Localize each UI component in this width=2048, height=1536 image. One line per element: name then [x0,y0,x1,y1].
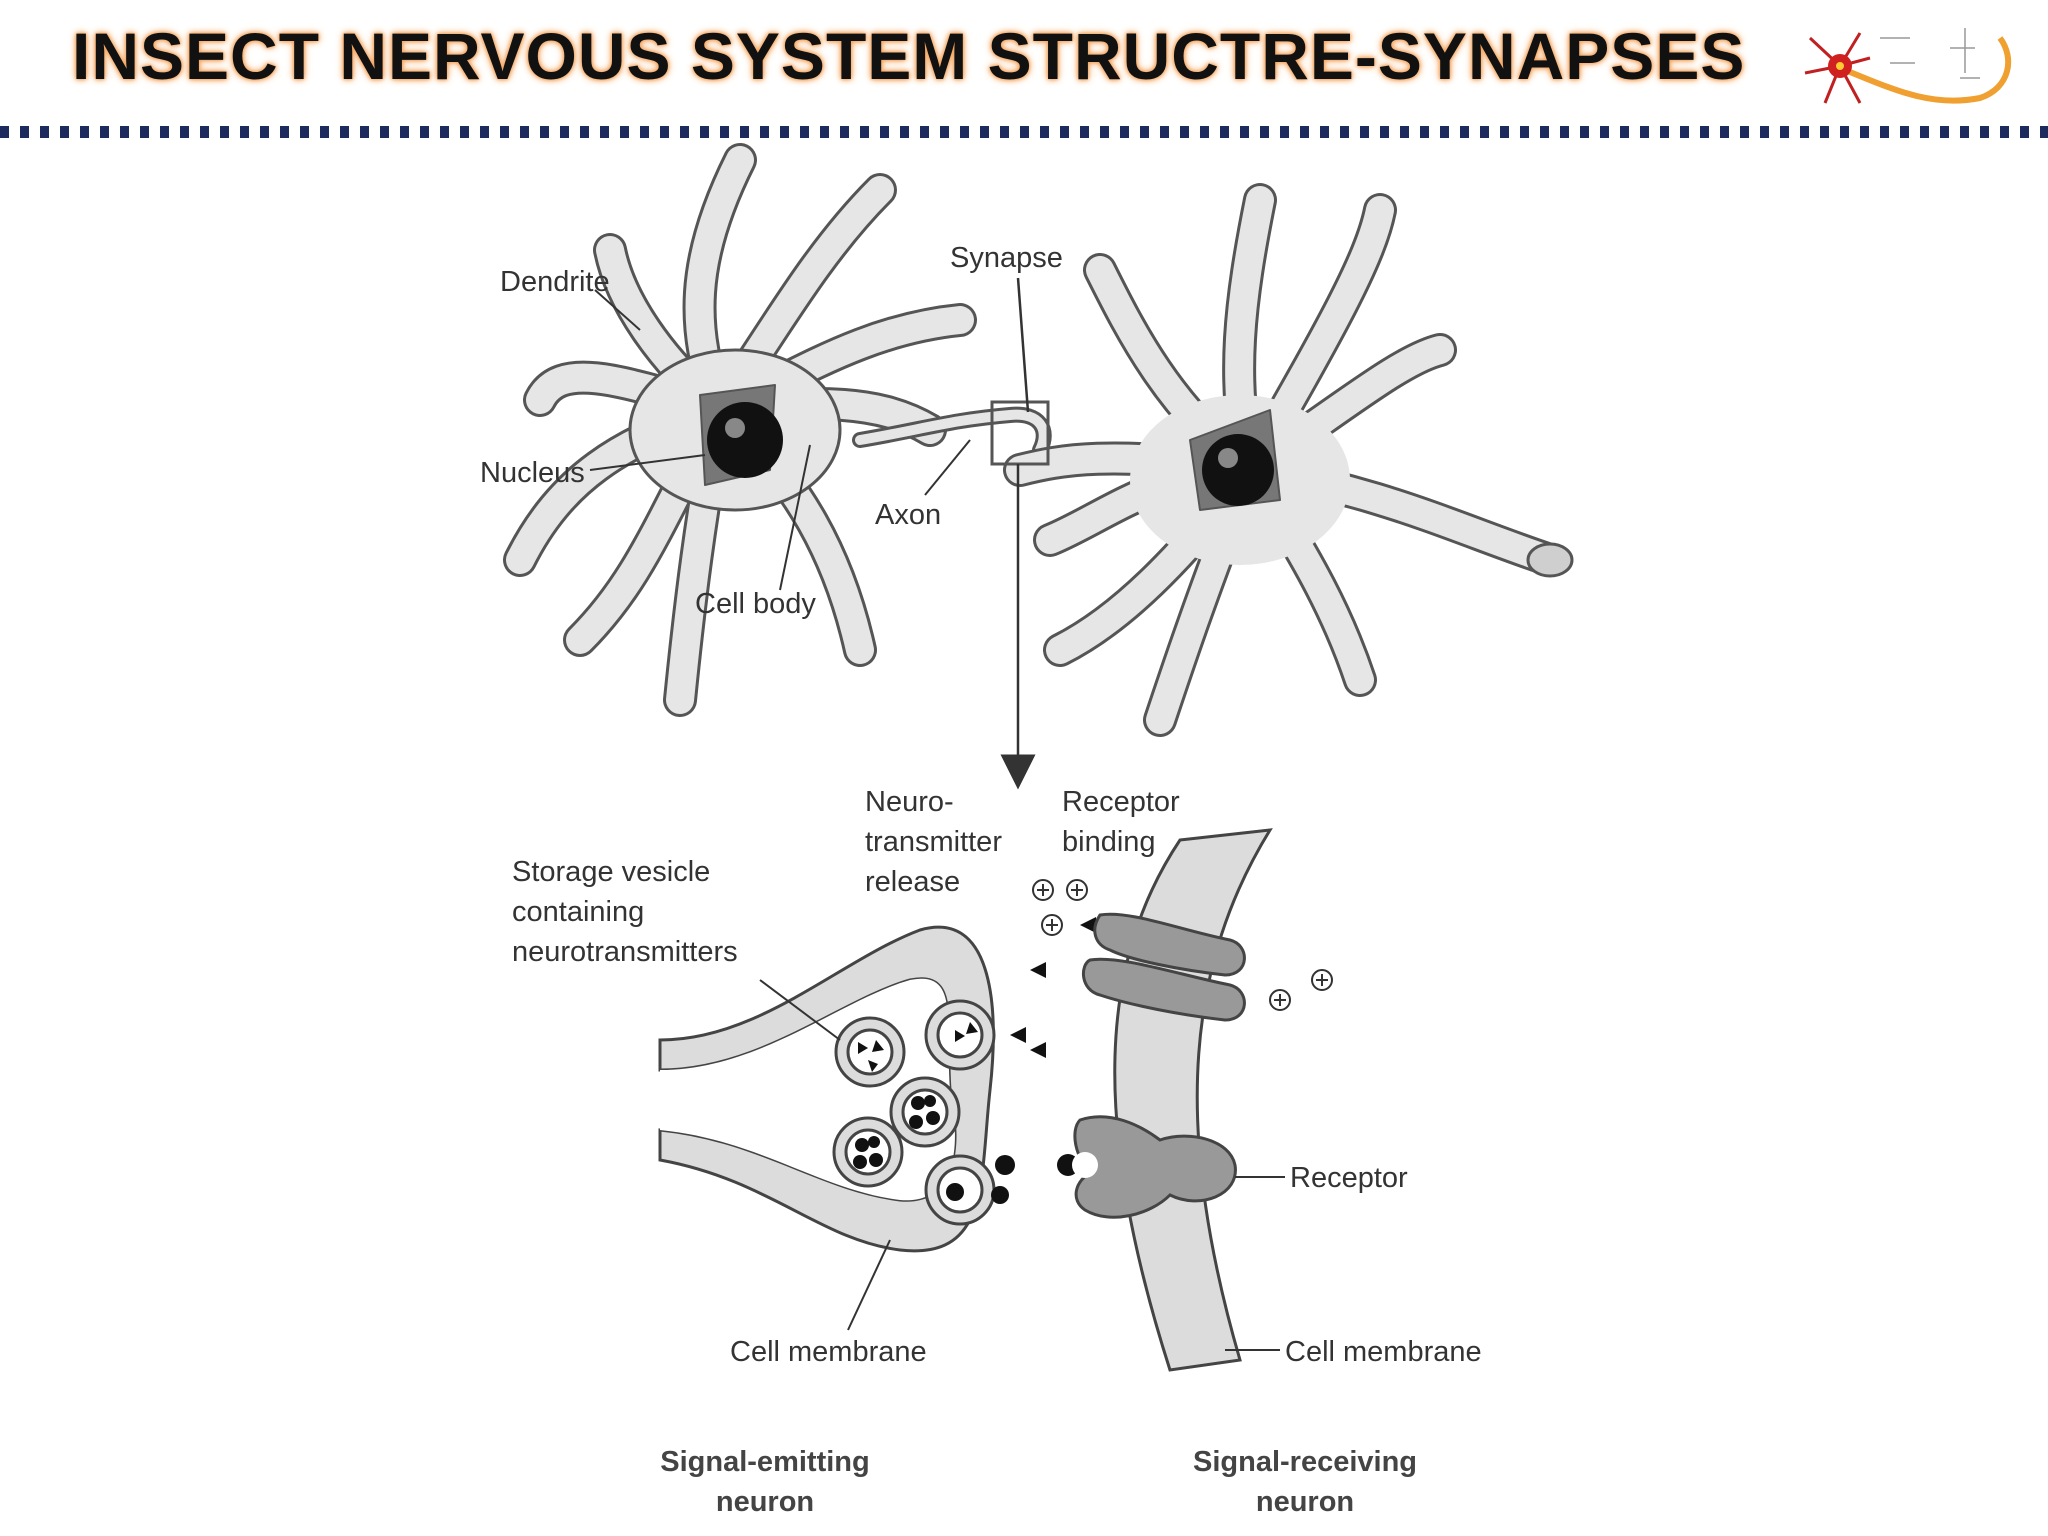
label-signal-emitting-2: neuron [715,1486,815,1518]
label-storage-vesicle-1: Storage vesicle [512,856,711,888]
receptors [1073,912,1246,1219]
label-cell-membrane-right: Cell membrane [1285,1336,1482,1368]
label-neurotransmitter-release-1: Neuro- [865,786,954,818]
label-signal-receiving: Signal-receiving neuron [1160,1442,1450,1522]
label-receptor-binding-2: binding [1062,826,1156,858]
label-storage-vesicle-3: neurotransmitters [512,936,738,968]
label-dendrite: Dendrite [500,266,610,298]
dotted-divider [0,126,2048,138]
label-neurotransmitter-release-2: transmitter [865,826,1002,858]
slide-title: INSECT NERVOUS SYSTEM STRUCTRE-SYNAPSES [72,19,1746,93]
label-synapse: Synapse [950,242,1063,274]
label-axon: Axon [875,499,942,531]
label-neurotransmitter-release-3: release [865,866,961,898]
right-neuron [1003,183,1574,737]
label-signal-emitting: Signal-emitting neuron [630,1442,900,1522]
label-cell-membrane-left: Cell membrane [730,1336,927,1368]
label-signal-receiving-1: Signal-receiving [1192,1446,1417,1478]
label-receptor: Receptor [1290,1162,1408,1194]
label-signal-emitting-1: Signal-emitting [660,1446,870,1478]
label-cell-body: Cell body [695,588,816,620]
neuron-logo-icon [1804,28,2012,104]
label-signal-receiving-2: neuron [1255,1486,1355,1518]
neurotransmitters [853,917,1096,1204]
label-storage-vesicle-2: containing [512,896,645,928]
label-receptor-binding-1: Receptor [1062,786,1180,818]
synapse-highlight-box [990,400,1050,466]
label-nucleus: Nucleus [480,457,585,489]
left-neuron [503,143,1052,717]
postsynaptic-membrane [1113,828,1273,1372]
